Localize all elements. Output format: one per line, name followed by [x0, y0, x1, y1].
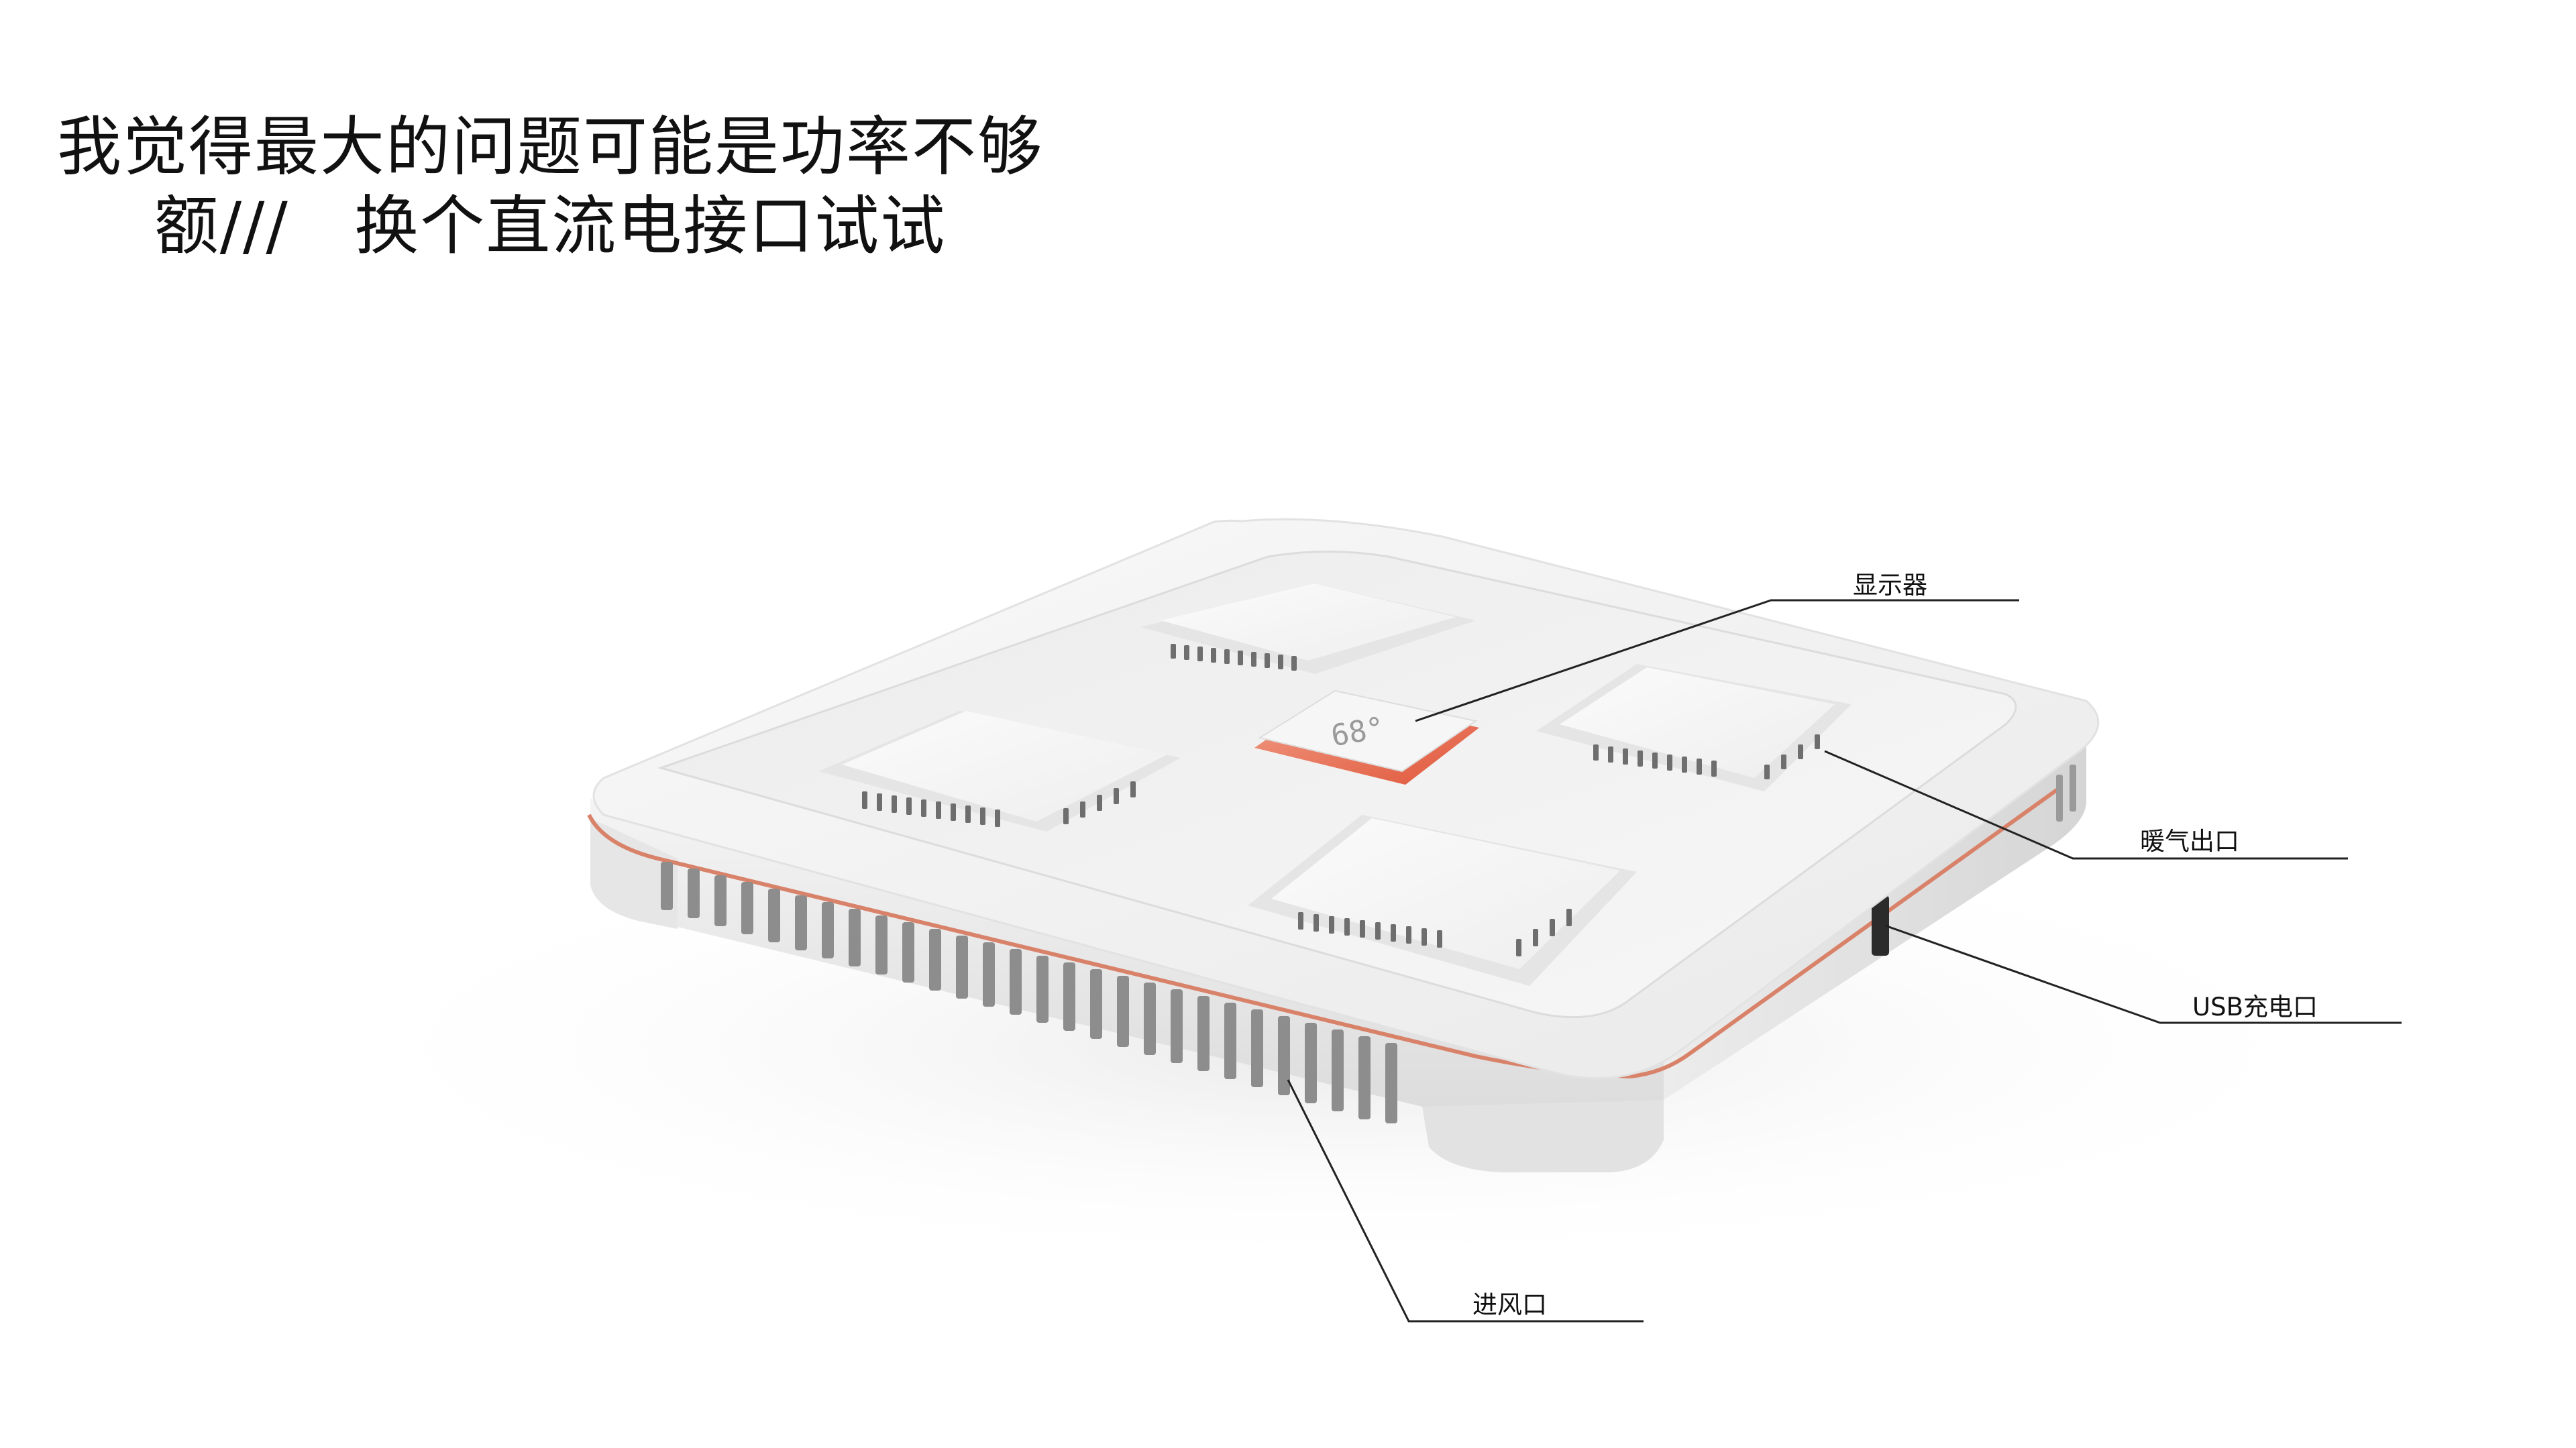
headline-text: 我觉得最大的问题可能是功率不够 额/// 换个直流电接口试试 [0, 107, 1100, 266]
heat-outlet-pad-bottom [1248, 815, 1637, 986]
leader-heat-outlet [1824, 750, 2348, 860]
callout-heat-outlet-label: 暖气出口 [2140, 827, 2239, 856]
callout-usb-label: USB充电口 [2192, 993, 2318, 1021]
air-inlet-grille [661, 862, 1397, 1123]
front-right-foot [1422, 1100, 1664, 1172]
center-display: 68° [1254, 689, 1479, 785]
leader-air-inlet [1287, 1079, 1644, 1323]
inner-tray [657, 551, 2017, 1019]
heat-outlet-pad-right [1536, 664, 1851, 791]
right-side-vents [2056, 765, 2076, 822]
copper-trim-right [1629, 786, 2061, 1078]
heat-outlet-pad-left [818, 711, 1181, 832]
callout-leader-lines [1287, 599, 2402, 1323]
headline-line-2: 额/// 换个直流电接口试试 [154, 188, 947, 264]
usb-port [1872, 895, 1889, 956]
heat-outlet-pad-top [1140, 583, 1476, 674]
headline-line-1: 我觉得最大的问题可能是功率不够 [57, 109, 1043, 184]
leader-usb [1884, 924, 2402, 1024]
leader-display [1415, 599, 2019, 722]
callout-air-inlet-label: 进风口 [1472, 1290, 1547, 1319]
left-foot [590, 818, 678, 929]
callout-display-label: 显示器 [1853, 571, 1927, 600]
